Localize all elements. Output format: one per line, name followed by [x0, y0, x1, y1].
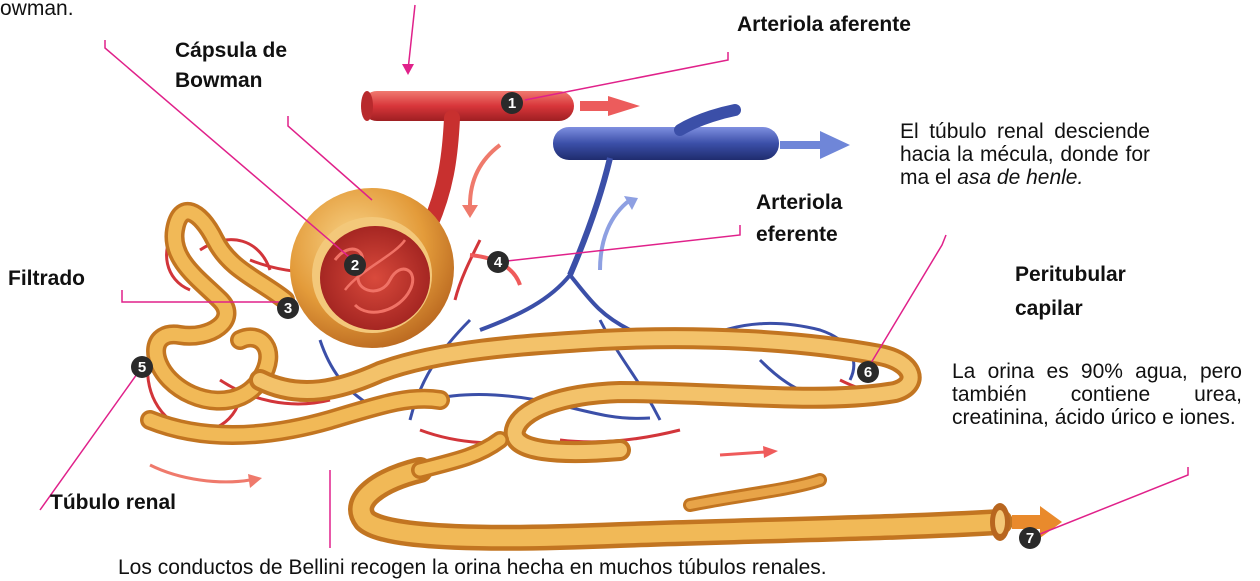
arteriola-aferente-label: Arteriola aferente [737, 12, 911, 37]
peritubular-label-line1: Peritubular [1015, 262, 1126, 287]
marker-6: 6 [857, 361, 879, 383]
filtrado-label: Filtrado [8, 266, 85, 291]
svg-text:5: 5 [138, 359, 146, 376]
orina-note: La orina es 90% agua, pero también conti… [952, 360, 1242, 429]
bellini-note: Los conductos de Bellini recogen la orin… [118, 555, 827, 580]
svg-text:4: 4 [494, 254, 503, 271]
capsula-de-bowman-label-line1: Cápsula de [175, 38, 287, 63]
svg-text:3: 3 [284, 300, 292, 317]
marker-3: 3 [277, 297, 299, 319]
arteriola-eferente-label-line2: eferente [756, 222, 838, 247]
peritubular-label-line2: capilar [1015, 296, 1083, 321]
svg-text:1: 1 [508, 95, 516, 112]
marker-2: 2 [344, 254, 366, 276]
arteriola-eferente-label-line1: Arteriola [756, 190, 842, 215]
marker-5: 5 [131, 356, 153, 378]
bowman-capsule [290, 188, 454, 348]
svg-text:7: 7 [1026, 530, 1034, 547]
marker-7: 7 [1019, 527, 1041, 549]
henle-note: El túbulo renal desciende hacia la mécul… [900, 120, 1150, 189]
asa-de-henle-text: asa de henle. [957, 166, 1083, 189]
svg-text:2: 2 [351, 257, 359, 274]
capsula-de-bowman-label-line2: Bowman [175, 68, 263, 93]
bowman-cut-label: owman. [0, 0, 74, 21]
tubulo-renal-label: Túbulo renal [50, 490, 176, 515]
marker-1: 1 [501, 92, 523, 114]
marker-4: 4 [487, 251, 509, 273]
svg-text:6: 6 [864, 364, 872, 381]
